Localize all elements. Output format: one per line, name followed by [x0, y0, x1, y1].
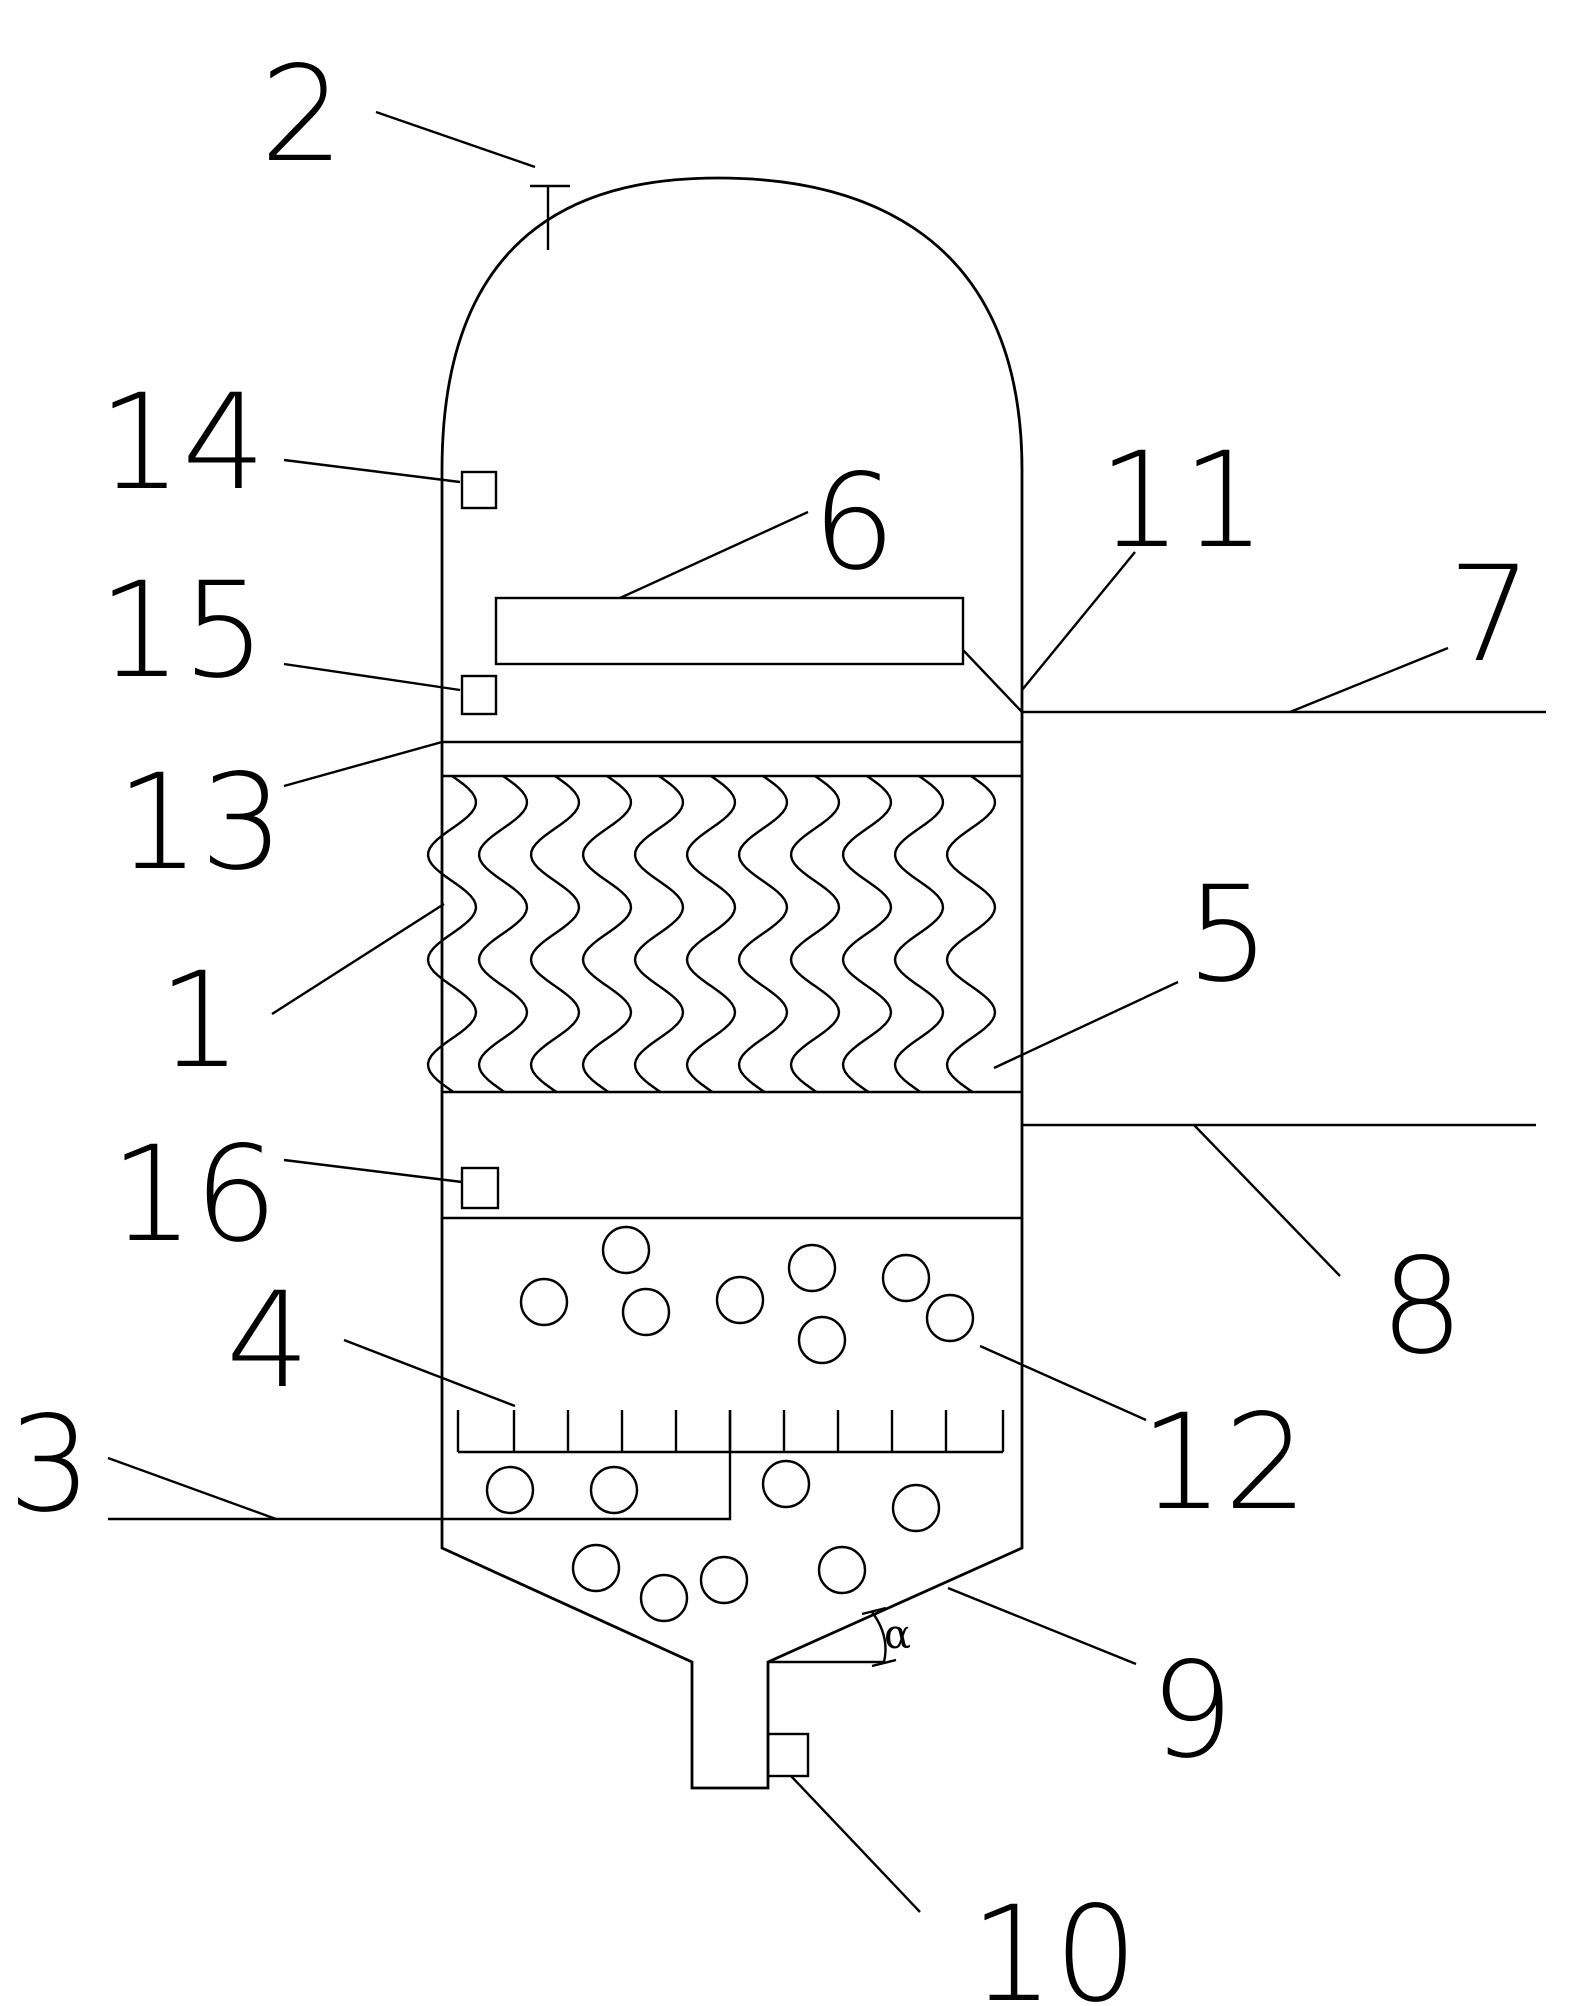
bubble: [639, 1573, 689, 1623]
wave-line: [581, 775, 633, 1093]
vessel-outline: [440, 176, 1024, 1790]
wave-line: [945, 775, 997, 1093]
label-10: 10: [970, 1878, 1138, 2006]
bubble: [881, 1253, 931, 1303]
label-16: 16: [110, 1118, 278, 1272]
bubble: [925, 1293, 975, 1343]
bubble: [601, 1225, 651, 1275]
bubble: [485, 1465, 535, 1515]
label-3: 3: [8, 1388, 92, 1542]
bubble: [699, 1555, 749, 1605]
label-alpha: α: [884, 1612, 911, 1658]
label-6: 6: [812, 446, 896, 600]
label-14: 14: [98, 366, 266, 520]
wave-line: [893, 775, 945, 1093]
label-9: 9: [1150, 1634, 1234, 1788]
label-2: 2: [260, 38, 344, 192]
label-15: 15: [98, 554, 266, 708]
label-5: 5: [1186, 858, 1270, 1012]
distributor-plate: [494, 596, 965, 666]
wave-line: [841, 775, 893, 1093]
leader-lines: [107, 110, 1449, 1913]
wave-line: [477, 775, 529, 1093]
connector-pipe: [962, 649, 1023, 713]
wave-line: [789, 775, 841, 1093]
bubble: [817, 1545, 867, 1595]
bubble: [797, 1315, 847, 1365]
label-4: 4: [226, 1264, 310, 1418]
angle-indicator: [768, 1606, 897, 1668]
wave-line: [426, 775, 478, 1093]
wave-line: [737, 775, 789, 1093]
inlet-pipe: [108, 1410, 732, 1521]
bubble: [621, 1287, 671, 1337]
wave-line: [685, 775, 737, 1093]
bubbles: [485, 1225, 975, 1623]
label-11: 11: [1098, 424, 1266, 578]
wave-line: [633, 775, 685, 1093]
sensor-14: [460, 470, 498, 510]
bubble: [891, 1483, 941, 1533]
bubble: [571, 1543, 621, 1593]
wavy-packing: [426, 775, 997, 1093]
top-vent: [530, 184, 570, 250]
bubble: [761, 1459, 811, 1509]
label-13: 13: [116, 746, 284, 900]
bubble: [589, 1465, 639, 1515]
label-1: 1: [158, 944, 242, 1098]
drain-valve: [766, 1732, 810, 1778]
sensor-15: [460, 674, 498, 716]
bubble: [787, 1243, 837, 1293]
label-8: 8: [1380, 1230, 1464, 1384]
label-7: 7: [1448, 538, 1532, 692]
sensor-16: [460, 1166, 500, 1210]
label-12: 12: [1140, 1386, 1308, 1540]
wave-line: [529, 775, 581, 1093]
bubble: [519, 1277, 569, 1327]
bubble: [715, 1275, 765, 1325]
